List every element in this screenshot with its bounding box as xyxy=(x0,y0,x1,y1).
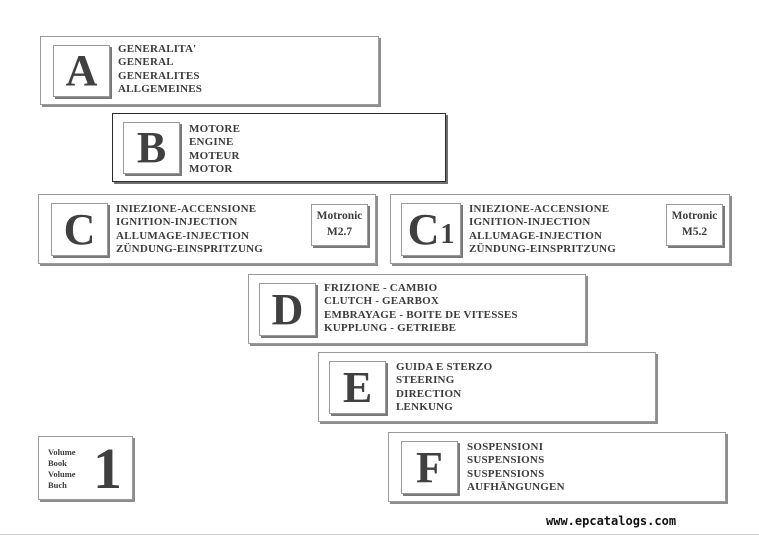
section-e-line-de: LENKUNG xyxy=(396,400,454,413)
section-d-line-de: KUPPLUNG - GETRIEBE xyxy=(324,321,457,334)
section-c-titles: INIEZIONE-ACCENSIONE IGNITION-INJECTION … xyxy=(116,203,263,256)
section-d-line-it: FRIZIONE - CAMBIO xyxy=(324,282,438,294)
section-c-line-de: ZÜNDUNG-EINSPRITZUNG xyxy=(116,242,264,255)
section-d-card[interactable]: D FRIZIONE - CAMBIO CLUTCH - GEARBOX EMB… xyxy=(248,274,586,344)
section-a-letter: A xyxy=(53,45,110,97)
section-a-line-en: GENERAL xyxy=(118,56,174,69)
section-e-line-fr: DIRECTION xyxy=(396,387,462,400)
section-a-card[interactable]: A GENERALITA' GENERAL GENERALITES ALLGEM… xyxy=(40,36,379,105)
section-f-line-fr: SUSPENSIONS xyxy=(467,467,545,480)
section-c-line-en: IGNITION-INJECTION xyxy=(116,216,238,229)
section-b-letter: B xyxy=(123,122,180,174)
section-f-card[interactable]: F SOSPENSIONI SUSPENSIONS SUSPENSIONS AU… xyxy=(388,432,726,502)
section-a-titles: GENERALITA' GENERAL GENERALITES ALLGEMEI… xyxy=(118,43,202,96)
section-c-motronic-model: M2.7 xyxy=(326,226,353,238)
section-b-titles: MOTORE ENGINE MOTEUR MOTOR xyxy=(189,123,240,176)
section-b-line-de: MOTOR xyxy=(189,162,233,175)
section-d-letter: D xyxy=(259,283,316,336)
section-c-motronic-label: Motronic xyxy=(316,210,363,222)
section-b-line-fr: MOTEUR xyxy=(189,149,240,162)
section-a-line-it: GENERALITA' xyxy=(118,43,197,55)
bottom-divider xyxy=(0,534,759,535)
section-b-line-it: MOTORE xyxy=(189,123,241,135)
section-f-line-en: SUSPENSIONS xyxy=(467,454,545,467)
section-f-line-de: AUFHÄNGUNGEN xyxy=(467,480,565,493)
section-d-line-fr: EMBRAYAGE - BOITE DE VITESSES xyxy=(324,308,518,321)
volume-label-en: Book xyxy=(48,458,67,468)
section-f-titles: SOSPENSIONI SUSPENSIONS SUSPENSIONS AUFH… xyxy=(467,441,565,494)
site-url: www.epcatalogs.com xyxy=(546,514,677,528)
section-b-card[interactable]: B MOTORE ENGINE MOTEUR MOTOR xyxy=(112,113,446,182)
section-c1-line-fr: ALLUMAGE-INJECTION xyxy=(469,229,603,242)
section-e-titles: GUIDA E STERZO STEERING DIRECTION LENKUN… xyxy=(396,361,492,414)
section-c-letter: C xyxy=(51,203,108,256)
section-d-line-en: CLUTCH - GEARBOX xyxy=(324,295,440,308)
section-e-letter: E xyxy=(329,361,386,414)
volume-label-de: Buch xyxy=(48,480,67,490)
volume-badge: Volume Book Volume Buch 1 xyxy=(38,436,133,500)
section-b-line-en: ENGINE xyxy=(189,136,234,149)
section-c1-line-en: IGNITION-INJECTION xyxy=(469,216,591,229)
section-e-line-en: STEERING xyxy=(396,374,455,387)
section-c1-line-it: INIEZIONE-ACCENSIONE xyxy=(469,203,610,215)
section-c1-titles: INIEZIONE-ACCENSIONE IGNITION-INJECTION … xyxy=(469,203,616,256)
section-c1-motronic-model: M5.2 xyxy=(681,226,708,238)
volume-label-it: Volume xyxy=(48,447,76,457)
section-c1-line-de: ZÜNDUNG-EINSPRITZUNG xyxy=(469,242,617,255)
section-c1-letter-subscript: 1 xyxy=(440,219,455,250)
section-c1-motronic-badge: Motronic M5.2 xyxy=(666,204,723,246)
section-c-card[interactable]: C INIEZIONE-ACCENSIONE IGNITION-INJECTIO… xyxy=(38,194,376,264)
section-a-line-fr: GENERALITES xyxy=(118,69,200,82)
section-f-line-it: SOSPENSIONI xyxy=(467,441,544,453)
section-d-titles: FRIZIONE - CAMBIO CLUTCH - GEARBOX EMBRA… xyxy=(324,282,518,335)
section-a-line-de: ALLGEMEINES xyxy=(118,82,203,95)
section-c1-letter-main: C xyxy=(407,204,440,254)
volume-labels: Volume Book Volume Buch xyxy=(48,447,76,491)
section-e-card[interactable]: E GUIDA E STERZO STEERING DIRECTION LENK… xyxy=(318,352,656,422)
section-e-line-it: GUIDA E STERZO xyxy=(396,361,493,373)
section-c-line-fr: ALLUMAGE-INJECTION xyxy=(116,229,250,242)
section-f-letter: F xyxy=(401,441,458,494)
volume-number: 1 xyxy=(93,436,122,501)
section-c1-motronic-label: Motronic xyxy=(671,210,718,222)
section-c-line-it: INIEZIONE-ACCENSIONE xyxy=(116,203,257,215)
section-c-motronic-badge: Motronic M2.7 xyxy=(311,204,368,246)
volume-label-fr: Volume xyxy=(48,469,76,479)
